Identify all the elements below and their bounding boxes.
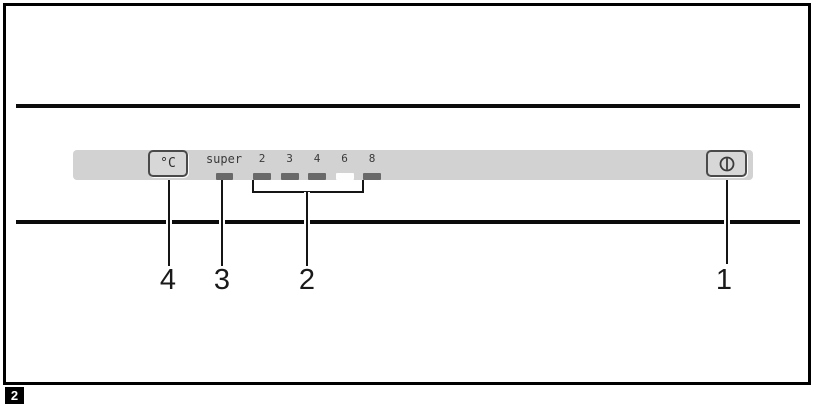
indicator-bar [280, 173, 299, 180]
temperature-scale: 2 3 4 6 8 [73, 150, 753, 180]
appliance-bottom-line [16, 220, 800, 224]
indicator-bar [253, 173, 271, 180]
temperature-setting-4: 4 [303, 153, 331, 184]
temperature-setting-8: 8 [358, 153, 386, 184]
callout-bracket-bar [252, 191, 364, 193]
control-panel: °C super 2 3 4 6 8 [73, 150, 753, 180]
super-label: super [205, 152, 243, 166]
indicator-bar-active [335, 173, 354, 180]
power-on-off-icon [717, 154, 737, 174]
temperature-setting-label: 4 [313, 152, 321, 165]
temperature-setting-6: 6 [331, 153, 359, 184]
indicator-bar [363, 173, 381, 180]
callout-bracket-left [252, 180, 254, 193]
power-button[interactable] [706, 150, 747, 177]
temperature-setting-label: 8 [368, 152, 376, 165]
callout-line-2 [306, 192, 308, 266]
appliance-top-line [16, 104, 800, 108]
super-indicator: super [204, 153, 244, 184]
callout-number-1: 1 [715, 264, 733, 296]
callout-bracket-right [362, 180, 364, 193]
callout-line-3 [221, 180, 223, 266]
callout-number-2: 2 [298, 264, 316, 296]
super-indicator-bar [215, 173, 233, 180]
figure-number-badge: 2 [5, 387, 24, 404]
temperature-setting-2: 2 [248, 153, 276, 184]
callout-line-4 [168, 180, 170, 266]
temperature-unit-label: °C [160, 156, 176, 171]
callout-number-4: 4 [159, 264, 177, 296]
callout-line-1 [726, 180, 728, 264]
temperature-unit-button[interactable]: °C [148, 150, 188, 177]
temperature-setting-label: 3 [286, 152, 293, 165]
callout-number-3: 3 [213, 264, 231, 296]
temperature-setting-label: 2 [258, 152, 266, 165]
figure-frame [3, 3, 811, 385]
temperature-setting-label: 6 [341, 152, 348, 165]
temperature-setting-3: 3 [276, 153, 304, 184]
indicator-bar [308, 173, 326, 180]
